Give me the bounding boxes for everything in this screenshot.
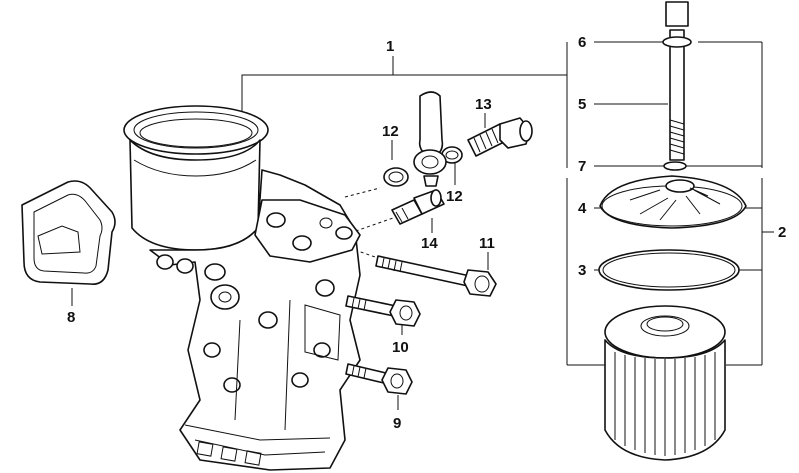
seal-ring-12-left bbox=[383, 167, 409, 187]
oil-pressure-switch-13 bbox=[467, 117, 533, 157]
callout-5: 5 bbox=[578, 96, 586, 113]
callout-8: 8 bbox=[67, 309, 75, 326]
oil-filter-housing bbox=[123, 105, 361, 471]
housing-gasket bbox=[21, 180, 116, 286]
o-ring-7 bbox=[663, 161, 687, 171]
callout-10: 10 bbox=[392, 339, 409, 356]
callout-7: 7 bbox=[578, 158, 586, 175]
callout-13: 13 bbox=[475, 96, 492, 113]
filter-cover-4 bbox=[599, 175, 747, 229]
callout-9: 9 bbox=[393, 415, 401, 432]
bolt-10 bbox=[345, 295, 421, 327]
nut-6 bbox=[662, 1, 692, 48]
callout-12-right: 12 bbox=[446, 188, 463, 205]
callout-6: 6 bbox=[578, 34, 586, 51]
callout-1: 1 bbox=[386, 38, 394, 55]
leader-lines bbox=[71, 41, 774, 410]
callout-numbers: 1 6 5 7 4 2 3 12 12 13 14 11 10 9 8 bbox=[67, 34, 786, 432]
gasket-ring-3 bbox=[598, 249, 740, 291]
callout-14: 14 bbox=[421, 235, 438, 252]
oil-temperature-sensor-14 bbox=[391, 189, 445, 225]
callout-4: 4 bbox=[578, 200, 587, 217]
bolt-9 bbox=[345, 363, 413, 395]
callout-12-left: 12 bbox=[382, 123, 399, 140]
callout-11: 11 bbox=[479, 235, 495, 252]
oil-filter-element bbox=[604, 305, 726, 461]
center-bolt-5 bbox=[669, 29, 685, 161]
banjo-pipe-fitting bbox=[413, 91, 447, 187]
callout-2: 2 bbox=[778, 224, 786, 241]
long-bolt-11 bbox=[375, 255, 497, 297]
callout-3: 3 bbox=[578, 262, 586, 279]
